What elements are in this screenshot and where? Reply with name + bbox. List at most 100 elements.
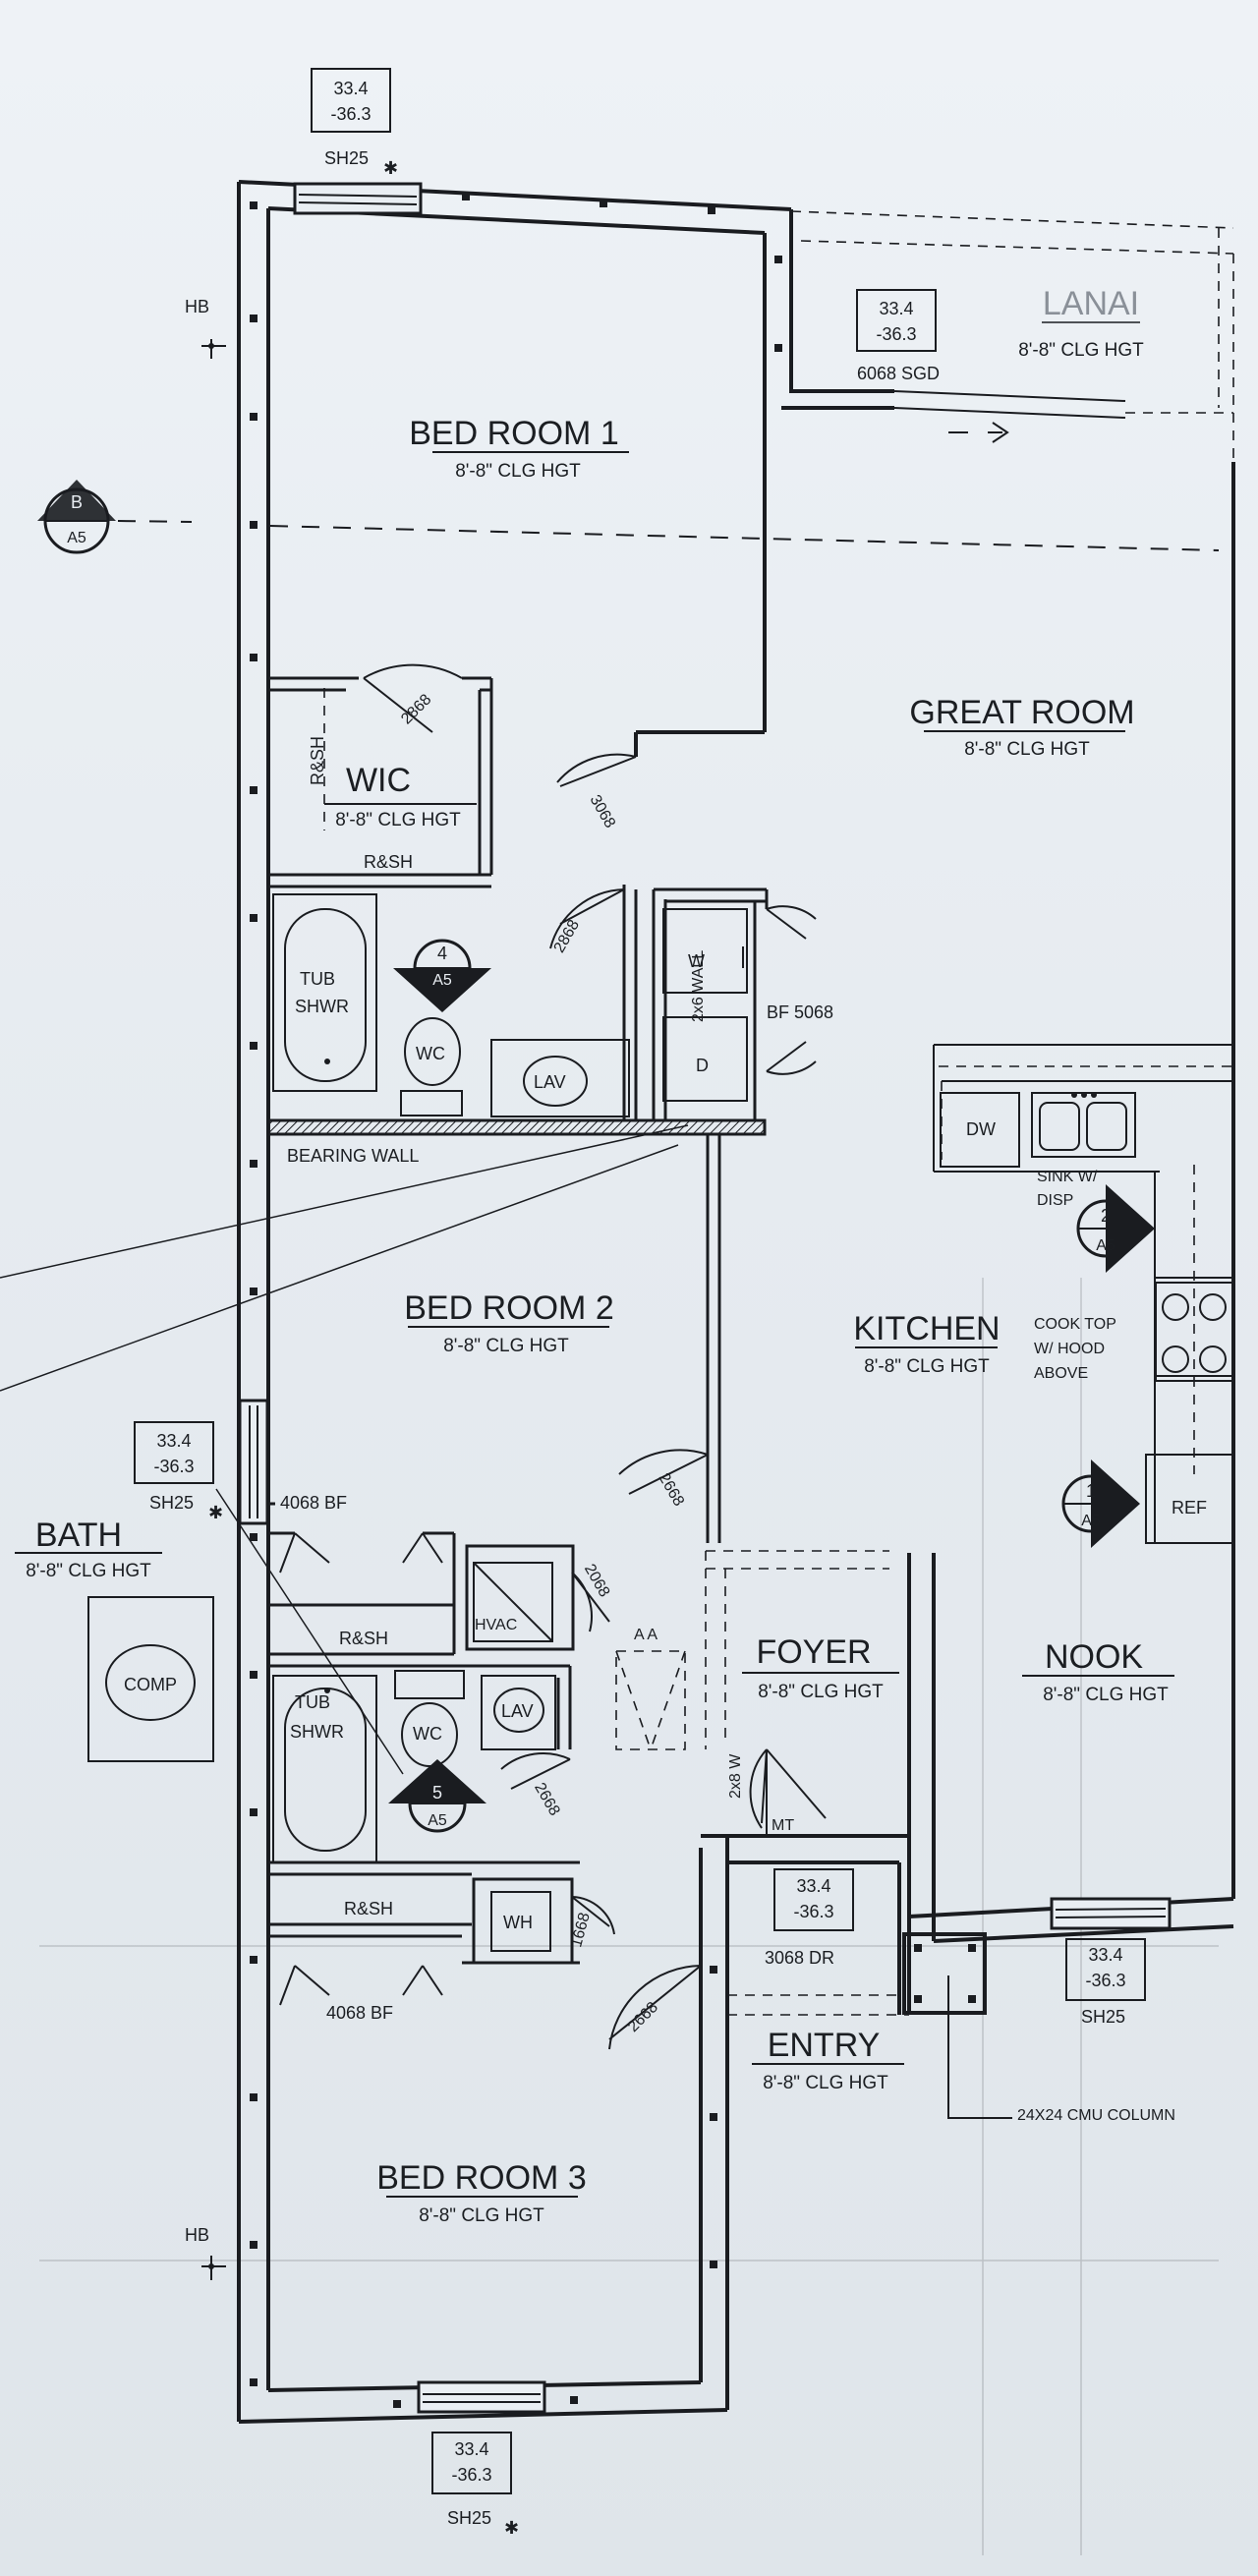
label-2x6-wall: 2x6 WALL (690, 950, 707, 1022)
tub-2 (272, 1675, 377, 1863)
room-name-great-room: GREAT ROOM (909, 694, 1134, 731)
label-disp: DISP (1037, 1192, 1073, 1209)
label-washer: W (688, 951, 705, 971)
door-swings (279, 663, 827, 2050)
room-height-great-room: 8'-8" CLG HGT (964, 739, 1090, 760)
room-height-kitchen: 8'-8" CLG HGT (864, 1356, 990, 1377)
marker-2-bottom: A5 (1096, 1237, 1115, 1254)
label-rsh-wic: R&SH (364, 852, 413, 872)
label-dryer: D (696, 1056, 709, 1075)
room-name-bedroom1: BED ROOM 1 (409, 415, 618, 452)
section-cut-line (117, 520, 1220, 551)
label-shwr-1: SHWR (295, 997, 349, 1016)
tag-bottom-line2: -36.3 (451, 2465, 491, 2485)
window-right (1050, 1897, 1172, 1930)
refrigerator (1145, 1454, 1233, 1544)
washer (662, 908, 748, 994)
detail-marker-2 (1076, 1184, 1155, 1273)
label-tub-1: TUB (300, 969, 335, 989)
label-aa: A A (634, 1627, 658, 1643)
room-name-nook: NOOK (1045, 1638, 1143, 1676)
tag-box-right (1065, 1938, 1146, 2001)
background-ghost-lines (39, 1278, 1219, 2555)
label-tub-2: TUB (295, 1692, 330, 1712)
room-name-lanai: LANAI (1043, 285, 1139, 322)
tag-entry-line1: 33.4 (796, 1876, 830, 1896)
lavatory-2 (481, 1675, 556, 1750)
asterisk-bottom: ✱ (504, 2518, 519, 2538)
water-heater (490, 1891, 551, 1952)
room-height-bedroom1: 8'-8" CLG HGT (455, 461, 581, 482)
window-bottom (417, 2380, 546, 2414)
room-name-bath: BATH (35, 1517, 122, 1554)
label-hb-bottom: HB (185, 2225, 209, 2245)
marker-1-top: 1 (1086, 1481, 1096, 1501)
room-height-entry: 8'-8" CLG HGT (763, 2073, 888, 2093)
exterior-walls (237, 180, 1235, 2424)
label-rsh-wic-side: R&SH (308, 736, 327, 785)
label-ref: REF (1172, 1498, 1207, 1517)
tag-bottom-line1: 33.4 (454, 2439, 488, 2459)
label-bf-5068: BF 5068 (767, 1002, 833, 1022)
tub-1 (272, 893, 377, 1092)
room-name-wic: WIC (346, 762, 411, 799)
room-name-entry: ENTRY (768, 2027, 881, 2064)
lavatory-1 (490, 1039, 630, 1117)
room-name-bedroom3: BED ROOM 3 (376, 2159, 586, 2197)
asterisk-left: ✱ (208, 1503, 223, 1522)
tag-left-line2: -36.3 (153, 1457, 194, 1476)
label-sink: SINK W/ (1037, 1169, 1098, 1185)
toilet-1 (400, 1017, 463, 1116)
label-cmu-column: 24X24 CMU COLUMN (1017, 2107, 1175, 2124)
sgd-arrow (948, 422, 1009, 443)
dryer (662, 1016, 748, 1102)
label-4068-bf-a: 4068 BF (280, 1493, 347, 1513)
detail-marker-5 (388, 1759, 486, 1833)
label-2868-wic: 2868 (398, 691, 434, 727)
label-cooktop: COOK TOP (1034, 1316, 1116, 1333)
marker-4-top: 4 (437, 944, 447, 963)
room-height-bedroom3: 8'-8" CLG HGT (419, 2205, 544, 2226)
marker-5-bottom: A5 (428, 1812, 447, 1829)
wall-posts (250, 193, 782, 2408)
label-hb-top: HB (185, 297, 209, 316)
foyer-dashed (705, 1550, 909, 2016)
tag-box-left (134, 1421, 214, 1484)
section-marker-b (37, 480, 116, 554)
tag-top-code: SH25 (324, 148, 369, 168)
label-hood: W/ HOOD (1034, 1341, 1105, 1357)
room-height-bedroom2: 8'-8" CLG HGT (443, 1336, 569, 1356)
label-mt: MT (772, 1817, 794, 1834)
label-wc-2: WC (413, 1724, 442, 1744)
label-hvac: HVAC (475, 1617, 517, 1633)
marker-5-top: 5 (432, 1783, 442, 1803)
label-2868-bath1: 2868 (551, 917, 584, 955)
tag-box-bottom (431, 2432, 512, 2494)
marker-2-top: 2 (1101, 1206, 1111, 1226)
label-2x8-wall: 2x8 W (727, 1753, 744, 1799)
label-comp: COMP (124, 1675, 177, 1694)
label-bearing-wall: BEARING WALL (287, 1146, 419, 1166)
label-sgd: 6068 SGD (857, 364, 940, 383)
label-lav-1: LAV (534, 1072, 566, 1092)
detail-marker-4 (393, 939, 491, 1012)
label-wh: WH (503, 1913, 533, 1932)
room-height-foyer: 8'-8" CLG HGT (758, 1682, 884, 1702)
tag-lanai-line2: -36.3 (876, 324, 916, 344)
tag-bottom-code: SH25 (447, 2508, 491, 2528)
marker-4-bottom: A5 (432, 972, 452, 989)
tag-right-code: SH25 (1081, 2007, 1125, 2027)
tag-lanai-line1: 33.4 (879, 299, 913, 318)
leader-lines (0, 1124, 689, 1775)
label-2668-bath2: 2668 (531, 1780, 563, 1818)
label-entry-door: 3068 DR (765, 1948, 834, 1968)
toilet-2 (394, 1670, 465, 1767)
marker-b-top: B (71, 492, 83, 512)
room-height-bath: 8'-8" CLG HGT (26, 1561, 151, 1581)
attic-access (615, 1650, 686, 1750)
label-dw: DW (966, 1119, 996, 1139)
label-rsh-bath: R&SH (339, 1629, 388, 1648)
room-name-kitchen: KITCHEN (853, 1310, 1000, 1347)
asterisk-top: ✱ (383, 158, 398, 178)
room-name-bedroom2: BED ROOM 2 (404, 1289, 613, 1327)
